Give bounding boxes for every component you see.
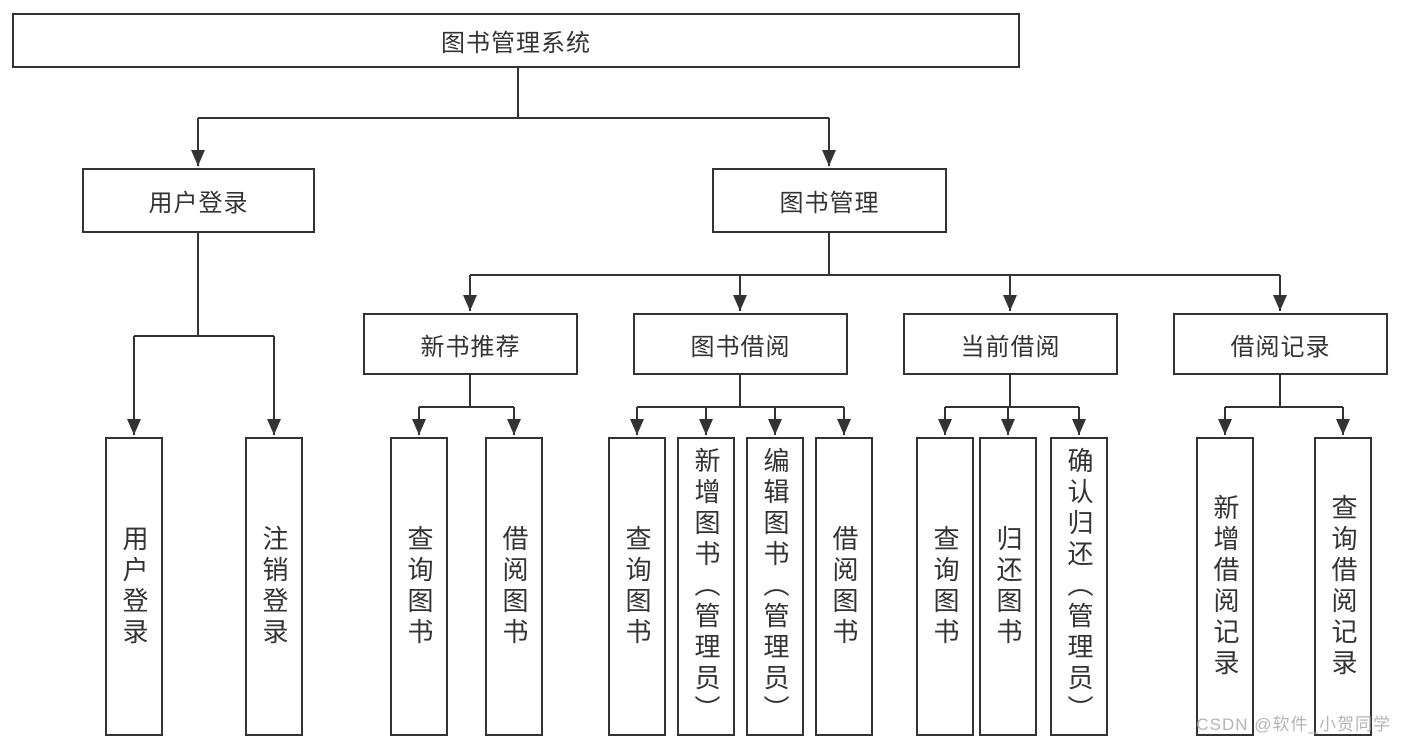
leaf-label: 注销登录: [259, 524, 289, 649]
leaf-label: 新增借阅记录: [1210, 493, 1240, 680]
leaf-query-books: 查询图书: [916, 437, 974, 736]
leaf-logout: 注销登录: [245, 437, 303, 736]
node-label: 图书借阅: [690, 333, 791, 361]
node-label: 当前借阅: [960, 333, 1061, 361]
node-current-borrow: 当前借阅: [903, 313, 1118, 375]
leaf-user-login: 用户登录: [105, 437, 163, 736]
leaf-label: 用户登录: [119, 524, 149, 649]
node-label: 图书管理系统: [441, 30, 591, 57]
leaf-query-books: 查询图书: [608, 437, 666, 736]
node-new-book-recommend: 新书推荐: [363, 313, 578, 375]
leaf-label: 借阅图书: [829, 524, 859, 649]
csdn-watermark: CSDN @软件_小贺同学: [1196, 715, 1391, 734]
leaf-label: 查询借阅记录: [1328, 493, 1358, 680]
node-label: 新书推荐: [420, 333, 521, 361]
leaf-label: 确认归还（管理员）: [1064, 447, 1094, 726]
node-user-login: 用户登录: [82, 168, 315, 233]
node-label: 借阅记录: [1230, 333, 1331, 361]
node-library-system: 图书管理系统: [12, 13, 1020, 68]
node-label: 图书管理: [779, 190, 880, 217]
leaf-label: 查询图书: [404, 524, 434, 649]
leaf-query-borrow-record: 查询借阅记录: [1314, 437, 1372, 736]
node-label: 用户登录: [148, 190, 249, 217]
node-book-borrow: 图书借阅: [633, 313, 848, 375]
leaf-confirm-return-admin: 确认归还（管理员）: [1050, 437, 1108, 736]
leaf-label: 编辑图书（管理员）: [760, 447, 790, 726]
node-book-management: 图书管理: [712, 168, 947, 233]
leaf-borrow-books: 借阅图书: [815, 437, 873, 736]
leaf-add-borrow-record: 新增借阅记录: [1196, 437, 1254, 736]
leaf-query-books: 查询图书: [390, 437, 448, 736]
node-borrow-records: 借阅记录: [1173, 313, 1388, 375]
leaf-add-book-admin: 新增图书（管理员）: [677, 437, 735, 736]
leaf-return-book: 归还图书: [979, 437, 1037, 736]
leaf-label: 新增图书（管理员）: [691, 447, 721, 726]
leaf-label: 查询图书: [930, 524, 960, 649]
leaf-label: 查询图书: [622, 524, 652, 649]
leaf-edit-book-admin: 编辑图书（管理员）: [746, 437, 804, 736]
leaf-label: 归还图书: [993, 524, 1023, 649]
leaf-borrow-books: 借阅图书: [485, 437, 543, 736]
leaf-label: 借阅图书: [499, 524, 529, 649]
